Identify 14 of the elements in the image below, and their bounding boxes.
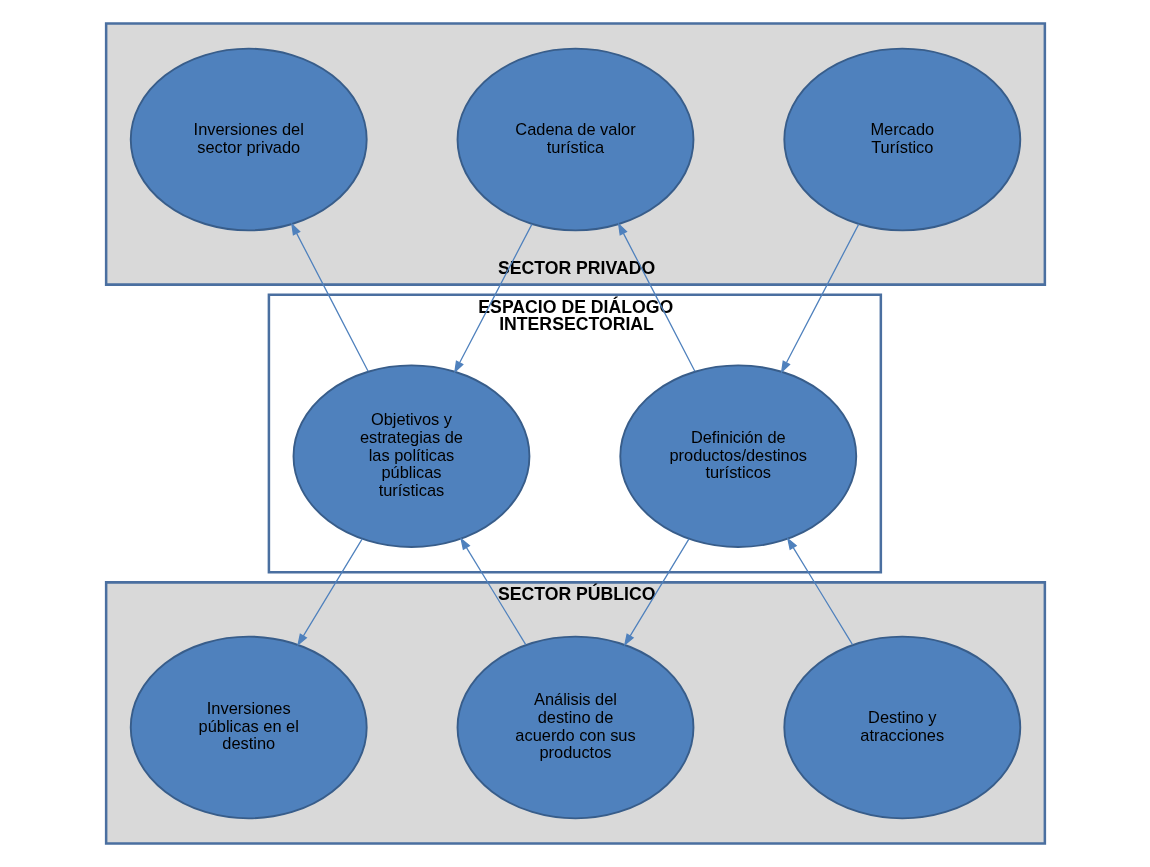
node-ellipse: Mercado Turístico bbox=[782, 47, 1021, 232]
node-ellipse: Definición de productos/destinos turísticos bbox=[618, 364, 857, 548]
arrow bbox=[296, 538, 363, 647]
arrow bbox=[459, 537, 526, 646]
node-ellipse: Inversiones del sector privado bbox=[129, 47, 368, 232]
arrow bbox=[786, 537, 853, 646]
arrow bbox=[617, 222, 695, 372]
node-ellipse: Cadena de valor turística bbox=[456, 47, 694, 232]
arrow bbox=[623, 538, 690, 647]
arrow bbox=[453, 223, 533, 374]
arrow bbox=[290, 222, 369, 372]
arrow bbox=[780, 223, 859, 374]
node-ellipse: Objetivos y estrategias de las políticas públicas turísticas bbox=[292, 364, 530, 548]
node-ellipse: Destino y atracciones bbox=[782, 635, 1021, 820]
